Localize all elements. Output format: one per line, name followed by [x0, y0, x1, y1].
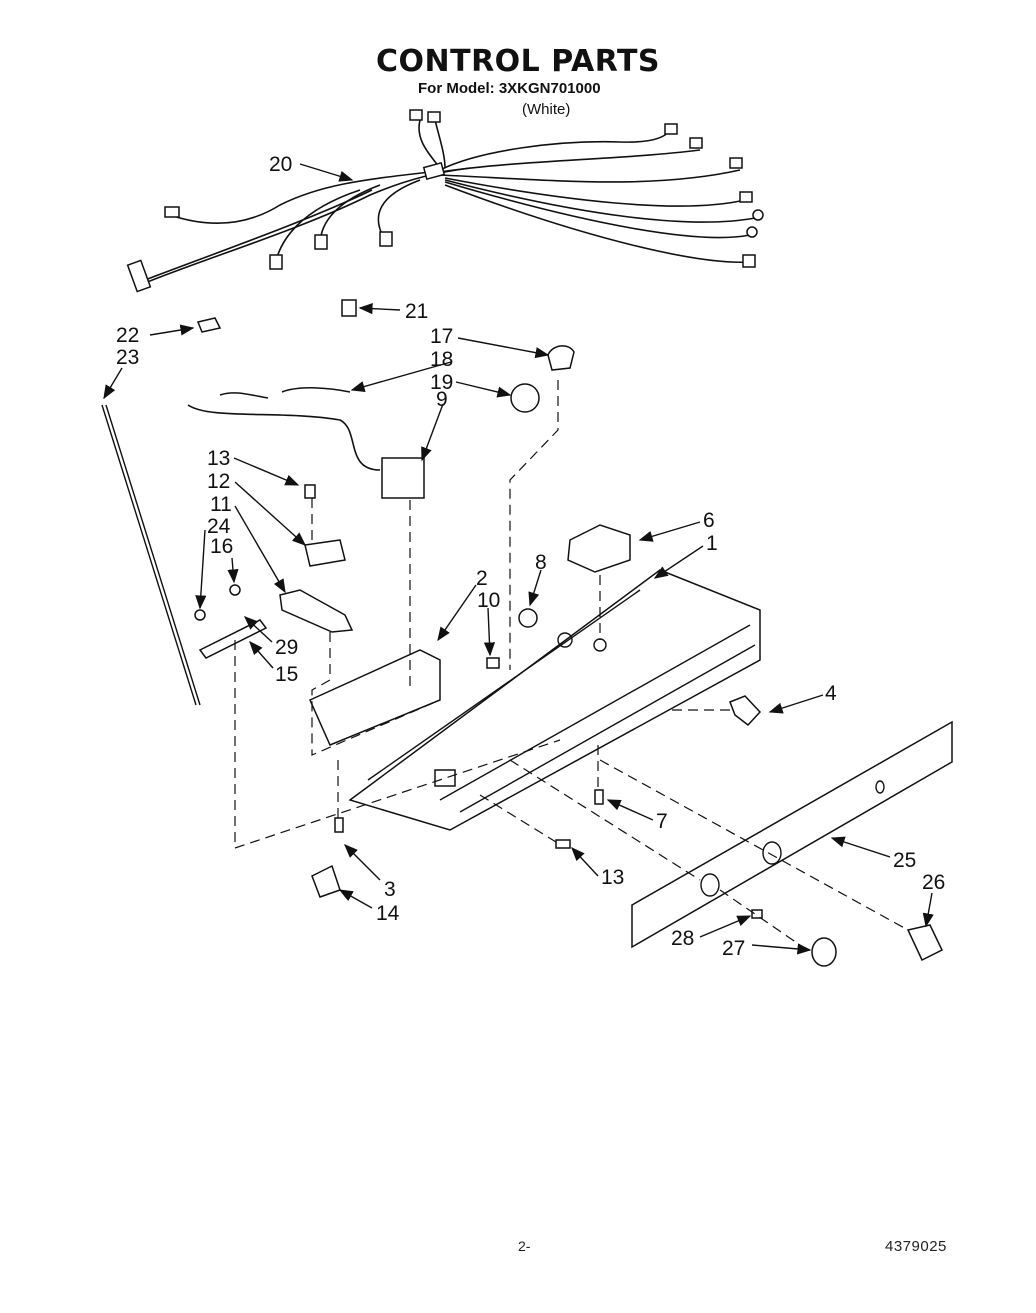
- callout-28: 28: [671, 927, 694, 950]
- callout-20: 20: [269, 153, 292, 176]
- callout-16: 16: [210, 535, 233, 558]
- document-number: 4379025: [885, 1238, 947, 1255]
- callout-15: 15: [275, 663, 298, 686]
- callout-3: 3: [384, 878, 396, 901]
- part-17-socket: [547, 345, 575, 371]
- control-panel: [631, 720, 953, 949]
- part-27-knob: [811, 937, 837, 967]
- callout-17: 17: [430, 325, 453, 348]
- callout-7: 7: [656, 810, 668, 833]
- control-housing: [348, 569, 761, 831]
- callout-26: 26: [922, 871, 945, 894]
- part-18-tube-b: [281, 387, 351, 393]
- part-24-clip: [194, 609, 206, 621]
- callout-4: 4: [825, 682, 837, 705]
- callout-6: 6: [703, 509, 715, 532]
- callout-8: 8: [535, 551, 547, 574]
- part-11-thermostat: [279, 589, 354, 633]
- callout-11: 11: [210, 493, 232, 516]
- part-14-clip: [311, 864, 341, 898]
- part-2-bracket: [309, 649, 441, 746]
- part-12-bracket: [304, 539, 346, 567]
- callout-29: 29: [275, 636, 298, 659]
- callout-12: 12: [207, 470, 230, 493]
- page-number: 2-: [518, 1238, 531, 1254]
- part-28-clip: [751, 909, 763, 919]
- callout-13-bottom: 13: [601, 866, 624, 889]
- callout-1: 1: [706, 532, 718, 555]
- callout-27: 27: [722, 937, 745, 960]
- part-8-plug: [518, 608, 538, 628]
- part-22: [196, 317, 222, 333]
- page-title: CONTROL PARTS: [375, 44, 661, 79]
- callout-21: 21: [405, 300, 428, 323]
- callout-14: 14: [376, 902, 400, 925]
- part-13-screw-bottom: [555, 839, 571, 849]
- part-13-screw-top: [304, 484, 316, 499]
- part-18-tube-a: [219, 392, 269, 399]
- part-7-screw: [594, 789, 604, 805]
- wire-harness: [126, 109, 764, 293]
- callout-18: 18: [430, 348, 453, 371]
- callout-2: 2: [476, 567, 488, 590]
- callout-25: 25: [893, 849, 916, 872]
- callout-24: 24: [207, 515, 231, 538]
- callout-13-top: 13: [207, 447, 230, 470]
- callout-22: 22: [116, 324, 139, 347]
- color-note: (White): [522, 101, 571, 118]
- callout-19: 19: [430, 371, 453, 394]
- part-23-rod: [101, 404, 201, 706]
- model-number: For Model: 3XKGN701000: [418, 80, 601, 97]
- callout-23: 23: [116, 346, 139, 369]
- part-26-knob: [906, 924, 943, 962]
- part-15-lever: [198, 619, 268, 659]
- part-10-screw: [486, 657, 500, 669]
- part-16-screw: [229, 584, 241, 596]
- part-6-timer: [567, 524, 631, 573]
- part-4-socket: [729, 695, 762, 727]
- part-9-switch: [381, 457, 425, 499]
- callout-10: 10: [477, 589, 500, 612]
- callout-9: 9: [436, 388, 448, 411]
- part-21: [341, 299, 357, 317]
- part-19-bulb: [510, 383, 540, 413]
- part-3-screw: [334, 817, 344, 833]
